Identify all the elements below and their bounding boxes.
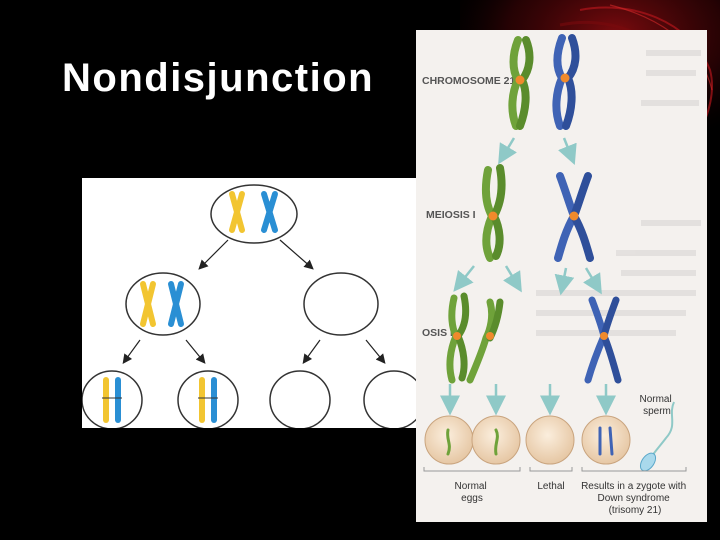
sperm-label: Normal sperm	[639, 394, 674, 417]
arrow	[502, 265, 522, 293]
trisomy-egg	[581, 415, 631, 465]
arrow	[498, 137, 518, 165]
chromosome-21-label: CHROMOSOME 21	[422, 75, 516, 87]
slide-title: Nondisjunction	[62, 56, 375, 100]
normal-egg	[471, 415, 521, 465]
gamete-with-extra	[177, 370, 239, 428]
arrow	[582, 267, 602, 295]
arrow	[365, 339, 386, 364]
arrow	[185, 339, 206, 364]
normal-eggs-caption: Normal eggs	[454, 481, 489, 504]
chromosome-21-nondisjunction-figure: CHROMOSOME 21 MEIOSIS I OSIS II	[416, 30, 707, 522]
arrow	[122, 339, 141, 364]
arrow	[554, 267, 575, 296]
blue-chromosome-meiosis-1	[554, 172, 594, 262]
green-chromatids-meiosis-2	[446, 292, 504, 384]
arrow	[279, 239, 314, 270]
arrow	[558, 137, 577, 165]
green-chromosome-top	[508, 36, 534, 130]
daughter-cell-with-both	[125, 272, 201, 336]
empty-daughter-cell	[303, 272, 379, 336]
bracket-down	[581, 467, 687, 472]
arrow	[302, 339, 321, 364]
blue-chromosome-pair	[261, 191, 278, 233]
empty-gamete	[363, 370, 424, 428]
normal-egg	[424, 415, 474, 465]
meiosis-1-label: MEIOSIS I	[426, 209, 476, 221]
yellow-chromosome-pair	[229, 191, 245, 233]
parent-cell	[210, 184, 298, 244]
arrow	[198, 239, 229, 270]
sperm-icon	[639, 401, 675, 472]
empty-gamete	[269, 370, 331, 428]
blue-chromosome-top	[552, 34, 580, 130]
gamete-with-extra	[82, 370, 143, 428]
lethal-caption: Lethal	[537, 481, 564, 492]
nondisjunction-cell-diagram	[82, 178, 424, 428]
bracket-lethal	[529, 467, 573, 472]
down-syndrome-caption: Results in a zygote with Down syndrome (…	[581, 481, 689, 516]
arrow	[453, 265, 475, 292]
green-chromosome-meiosis-1	[481, 164, 506, 262]
meiosis-2-label: OSIS II	[422, 327, 456, 339]
lethal-egg	[525, 415, 575, 465]
blue-chromatids-meiosis-2	[584, 296, 622, 384]
bracket-normal	[423, 467, 521, 472]
